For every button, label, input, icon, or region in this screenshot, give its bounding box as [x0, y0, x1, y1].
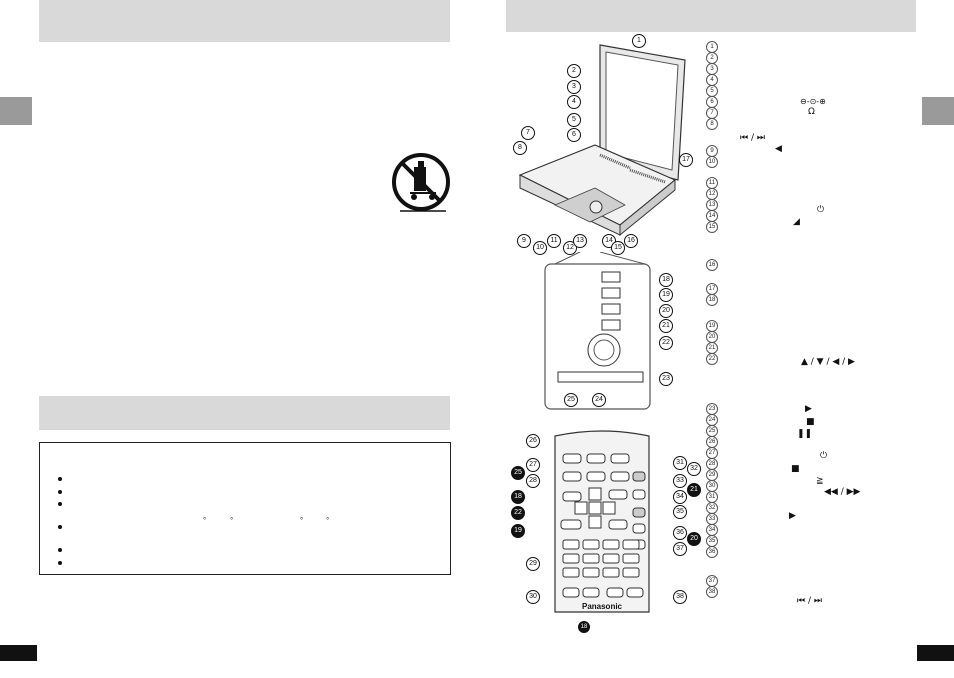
- left-page-footer: [0, 645, 37, 661]
- callout-number: 17: [679, 153, 693, 167]
- callout-number: 29: [526, 557, 540, 571]
- skip-symbol: ⏮ / ⏭: [797, 596, 822, 606]
- callout-number: 19: [511, 524, 525, 538]
- power-symbol: ⏻: [820, 451, 828, 461]
- bullet: [58, 561, 62, 565]
- callout-number: 33: [673, 474, 687, 488]
- callout-number: 21: [687, 483, 701, 497]
- play-symbol: ▶: [789, 511, 796, 521]
- pause-symbol: ❚❚: [797, 429, 813, 439]
- callout-number: 13: [573, 234, 587, 248]
- volume-symbol: ◢: [793, 217, 800, 227]
- callout-number: 19: [659, 288, 673, 302]
- callout-number: 21: [659, 319, 673, 333]
- callout-number: 24: [592, 393, 606, 407]
- legend-index: 18: [706, 294, 718, 306]
- left-arrow-symbol: ◀: [775, 144, 782, 154]
- callout-number: 8: [513, 141, 527, 155]
- callout-number: 20: [659, 304, 673, 318]
- legend-index: 10: [706, 156, 718, 168]
- callout-number: 11: [547, 234, 561, 248]
- callout-number: 9: [517, 234, 531, 248]
- callout-number: 22: [511, 506, 525, 520]
- dc-in-symbol: ⊖-⊙-⊕: [800, 97, 826, 106]
- degree-mark: °: [230, 516, 234, 525]
- bullet: [58, 502, 62, 506]
- callout-number: 36: [673, 526, 687, 540]
- callout-number: 26: [526, 434, 540, 448]
- callout-number: 7: [521, 126, 535, 140]
- bullet: [58, 525, 62, 529]
- left-header-band: [39, 0, 450, 42]
- left-side-tab: [0, 97, 32, 125]
- legend-index: 36: [706, 546, 718, 558]
- stop-symbol: ■: [791, 464, 800, 474]
- remote-brand-logo: Panasonic: [582, 602, 623, 611]
- callout-number: 6: [567, 128, 581, 142]
- search-symbols: ◀◀ / ▶▶: [824, 487, 861, 497]
- degree-mark: °: [300, 516, 304, 525]
- control-panel-zoom: [544, 252, 651, 410]
- notice-box: [39, 442, 451, 575]
- legend-index: 8: [706, 118, 718, 130]
- callout-number: 28: [526, 474, 540, 488]
- numeric-symbol: ≧: [816, 476, 824, 486]
- footnote-ref: 18: [578, 621, 590, 633]
- right-header-band: [506, 0, 916, 32]
- legend-index: 22: [706, 353, 718, 365]
- callout-number: 1: [632, 34, 646, 48]
- callout-number: 30: [526, 590, 540, 604]
- play-symbol: ▶: [805, 404, 812, 414]
- bullet: [58, 548, 62, 552]
- right-page-footer: [917, 645, 954, 661]
- right-side-tab: [922, 97, 954, 125]
- callout-number: 34: [673, 490, 687, 504]
- stop-symbol: ■: [806, 417, 815, 427]
- callout-number: 10: [533, 241, 547, 255]
- callout-number: 35: [673, 505, 687, 519]
- legend-index: 16: [706, 259, 718, 271]
- callout-number: 23: [659, 372, 673, 386]
- callout-number: 18: [511, 490, 525, 504]
- legend-index: 38: [706, 586, 718, 598]
- callout-number: 15: [611, 241, 625, 255]
- skip-symbol: ⏮ / ⏭: [740, 133, 765, 143]
- callout-number: 18: [659, 273, 673, 287]
- headphone-symbol: Ω: [808, 107, 815, 117]
- callout-number: 20: [687, 532, 701, 546]
- callout-number: 5: [567, 113, 581, 127]
- bullet: [58, 490, 62, 494]
- callout-number: 27: [526, 458, 540, 472]
- power-symbol: ⏻: [817, 205, 825, 215]
- player-illustration: [518, 44, 686, 237]
- callout-number: 4: [567, 95, 581, 109]
- degree-mark: °: [203, 516, 207, 525]
- callout-number: 16: [624, 234, 638, 248]
- cart-warning-icon: [392, 153, 450, 212]
- left-section-band: [39, 396, 450, 430]
- callout-number: 31: [673, 456, 687, 470]
- callout-number: 38: [673, 590, 687, 604]
- cursor-symbols: ▲ / ▼ / ◀ / ▶: [801, 357, 855, 367]
- remote-illustration: Panasonic: [554, 430, 650, 613]
- legend-index: 15: [706, 221, 718, 233]
- callout-number: 22: [659, 336, 673, 350]
- callout-number: 25: [511, 466, 525, 480]
- callout-number: 32: [687, 462, 701, 476]
- bullet: [58, 477, 62, 481]
- callout-number: 2: [567, 64, 581, 78]
- degree-mark: °: [326, 516, 330, 525]
- callout-number: 37: [673, 542, 687, 556]
- callout-number: 3: [567, 80, 581, 94]
- callout-number: 25: [564, 393, 578, 407]
